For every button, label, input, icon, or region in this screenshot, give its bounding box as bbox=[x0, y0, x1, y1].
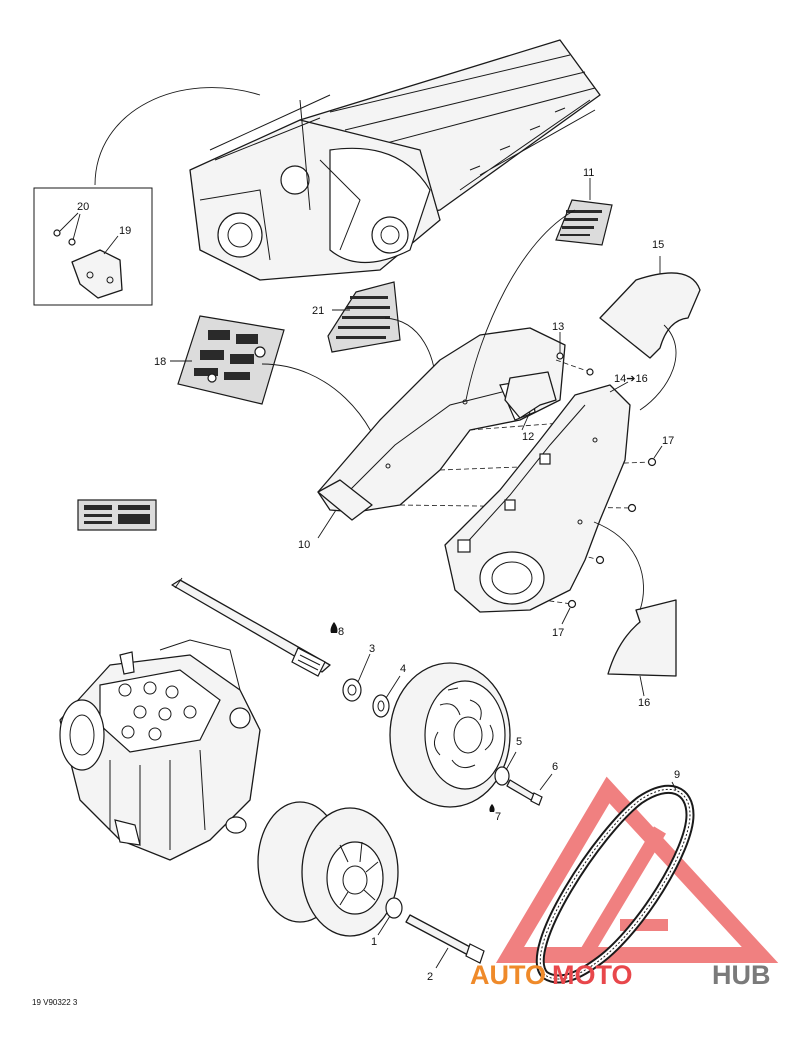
callout-17-top: 17 bbox=[662, 435, 674, 447]
callout-12: 12 bbox=[522, 431, 534, 443]
figure-code: 19 V90322 3 bbox=[32, 998, 78, 1007]
watermark-text: AUTO MOTO HUB bbox=[470, 960, 771, 990]
panel-15 bbox=[599, 256, 701, 411]
chassis-illustration bbox=[189, 39, 601, 281]
washers-3-4 bbox=[342, 653, 401, 718]
callout-labels: 1 2 3 4 5 6 7 8 9 10 11 12 13 14➔16 15 1… bbox=[32, 167, 680, 1007]
watermark-logo bbox=[495, 776, 779, 963]
watermark-moto: MOTO bbox=[552, 960, 633, 990]
callout-13: 13 bbox=[552, 321, 564, 333]
panel-16 bbox=[593, 521, 677, 697]
lubricant-drop-icon bbox=[330, 622, 338, 633]
callout-8: 8 bbox=[338, 626, 344, 638]
watermark-auto: AUTO bbox=[470, 960, 546, 990]
decal-21 bbox=[327, 281, 437, 399]
drive-pulley bbox=[257, 801, 399, 937]
callout-11: 11 bbox=[583, 167, 594, 179]
callout-19: 19 bbox=[119, 225, 131, 237]
drive-shaft-8 bbox=[171, 577, 331, 677]
washer-1-bolt-2 bbox=[377, 897, 485, 969]
inset-box bbox=[33, 187, 153, 306]
callout-10: 10 bbox=[298, 539, 310, 551]
callout-18: 18 bbox=[154, 356, 166, 368]
callout-5: 5 bbox=[516, 736, 522, 748]
driven-pulley bbox=[389, 662, 511, 808]
bracket-12 bbox=[504, 332, 594, 431]
bolt-6-washer-5 bbox=[489, 751, 553, 812]
drive-belt-9 bbox=[535, 781, 695, 984]
callout-7: 7 bbox=[495, 811, 501, 823]
callout-4: 4 bbox=[400, 663, 406, 675]
callout-9: 9 bbox=[674, 769, 680, 781]
decal-11 bbox=[555, 178, 613, 246]
callout-1: 1 bbox=[371, 936, 377, 948]
callout-16: 16 bbox=[638, 697, 650, 709]
engine-illustration bbox=[59, 639, 261, 861]
callout-2: 2 bbox=[427, 971, 433, 983]
callout-14-16: 14➔16 bbox=[614, 373, 648, 385]
decal-18 bbox=[170, 315, 386, 469]
callout-15: 15 bbox=[652, 239, 664, 251]
fasteners-17 bbox=[561, 445, 663, 625]
outer-cover bbox=[444, 381, 631, 613]
callout-3: 3 bbox=[369, 643, 375, 655]
chassis-leader bbox=[94, 87, 261, 186]
callout-20: 20 bbox=[77, 201, 89, 213]
bracket-19 bbox=[71, 249, 123, 299]
callout-21: 21 bbox=[312, 305, 324, 317]
callout-17-bottom: 17 bbox=[552, 627, 564, 639]
callout-6: 6 bbox=[552, 761, 558, 773]
warning-decal bbox=[77, 499, 157, 531]
watermark-hub: HUB bbox=[712, 960, 771, 990]
